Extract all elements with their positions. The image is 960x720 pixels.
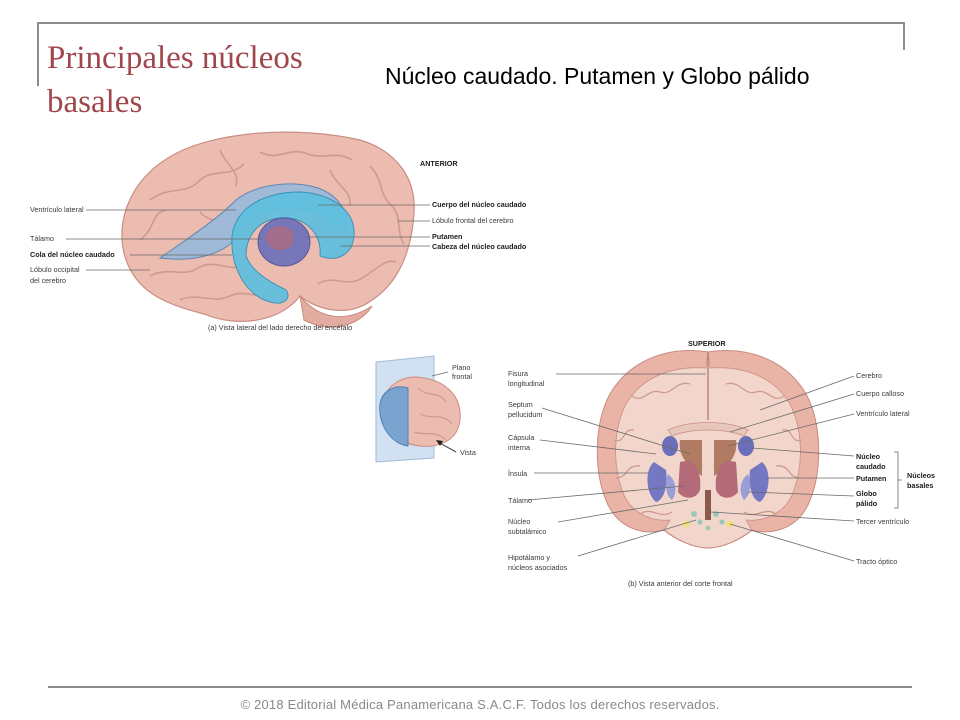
basal-nuclei-bracket bbox=[894, 451, 902, 509]
label-cerebro: Cerebro bbox=[856, 371, 882, 380]
label-talamo-a: Tálamo bbox=[30, 234, 54, 243]
thalamus-left-shape bbox=[678, 461, 701, 498]
inset-brain-left-cut bbox=[379, 386, 409, 447]
label-plano-1: Plano bbox=[452, 363, 470, 372]
putamen-left-shape bbox=[647, 462, 667, 502]
caudate-left-shape bbox=[662, 436, 678, 456]
label-septum-2: pellucidum bbox=[508, 410, 542, 419]
label-ventriculo-lateral-b: Ventrículo lateral bbox=[856, 409, 910, 418]
label-tracto-optico: Tracto óptico bbox=[856, 557, 897, 566]
label-insula: Ínsula bbox=[508, 469, 527, 478]
label-tercer-ventriculo: Tercer ventrículo bbox=[856, 517, 909, 526]
label-putamen-b: Putamen bbox=[856, 474, 886, 483]
slide-frame-top-rule bbox=[37, 22, 905, 24]
label-fisura-1: Fisura bbox=[508, 369, 528, 378]
label-putamen-a: Putamen bbox=[432, 232, 462, 241]
label-capsula-1: Cápsula bbox=[508, 433, 534, 442]
label-globo-palido-1: Globo bbox=[856, 489, 877, 498]
label-nucleo-caudado-2: caudado bbox=[856, 462, 886, 471]
label-lobulo-occipital-1: Lóbulo occipital bbox=[30, 265, 80, 274]
figure-b-inset: Plano frontal Vista bbox=[375, 355, 476, 463]
footer-rule bbox=[48, 686, 912, 688]
cerebellum-shape bbox=[299, 294, 373, 328]
copyright-footer: © 2018 Editorial Médica Panamericana S.A… bbox=[240, 697, 720, 712]
label-lobulo-occipital-2: del cerebro bbox=[30, 276, 66, 285]
label-subtalamico-1: Núcleo bbox=[508, 517, 530, 526]
label-subtalamico-2: subtalámico bbox=[508, 527, 546, 536]
corpus-callosum-shape bbox=[667, 422, 749, 437]
slide-subtitle: Núcleo caudado. Putamen y Globo pálido bbox=[385, 63, 810, 89]
label-nucleo-caudado-1: Núcleo bbox=[856, 452, 881, 461]
label-nucleos-basales-1: Núcleos bbox=[907, 471, 935, 480]
third-ventricle-shape bbox=[705, 490, 711, 520]
label-talamo-b: Tálamo bbox=[508, 496, 532, 505]
label-plano-2: frontal bbox=[452, 372, 472, 381]
label-lobulo-frontal: Lóbulo frontal del cerebro bbox=[432, 216, 514, 225]
thalamus-lateral-shape bbox=[266, 226, 294, 250]
label-cabeza-nucleo-caudado: Cabeza del núcleo caudado bbox=[432, 242, 527, 251]
label-capsula-2: interna bbox=[508, 443, 530, 452]
slide-frame-left-rule bbox=[37, 22, 39, 86]
caption-figure-a: (a) Vista lateral del lado derecho del e… bbox=[208, 323, 352, 332]
label-cuerpo-calloso: Cuerpo calloso bbox=[856, 389, 904, 398]
label-ventriculo-lateral-a: Ventrículo lateral bbox=[30, 205, 84, 214]
label-vista: Vista bbox=[460, 448, 476, 457]
coronal-gyri bbox=[613, 382, 803, 516]
label-nucleos-basales-2: basales bbox=[907, 481, 933, 490]
label-superior: SUPERIOR bbox=[688, 339, 726, 348]
label-cuerpo-nucleo-caudado: Cuerpo del núcleo caudado bbox=[432, 200, 527, 209]
slide-frame-right-rule bbox=[903, 22, 905, 50]
ventricle-left-shape bbox=[679, 440, 702, 476]
label-septum-1: Septum bbox=[508, 400, 533, 409]
label-anterior: ANTERIOR bbox=[420, 159, 458, 168]
caption-figure-b: (b) Vista anterior del corte frontal bbox=[628, 579, 733, 588]
figure-b-coronal-section: SUPERIOR Fisura longitudinal Septum pell… bbox=[508, 339, 935, 588]
label-hipotalamo-1: Hipotálamo y bbox=[508, 553, 550, 562]
label-globo-palido-2: pálido bbox=[856, 499, 878, 508]
label-hipotalamo-2: núcleos asociados bbox=[508, 563, 568, 572]
slide-title: Principales núcleos basales bbox=[47, 40, 303, 120]
label-fisura-2: longitudinal bbox=[508, 379, 545, 388]
label-cola-nucleo-caudado: Cola del núcleo caudado bbox=[30, 250, 115, 259]
figure-a-lateral-view: ANTERIOR Ventrículo lateral Tálamo Cola … bbox=[30, 131, 527, 332]
